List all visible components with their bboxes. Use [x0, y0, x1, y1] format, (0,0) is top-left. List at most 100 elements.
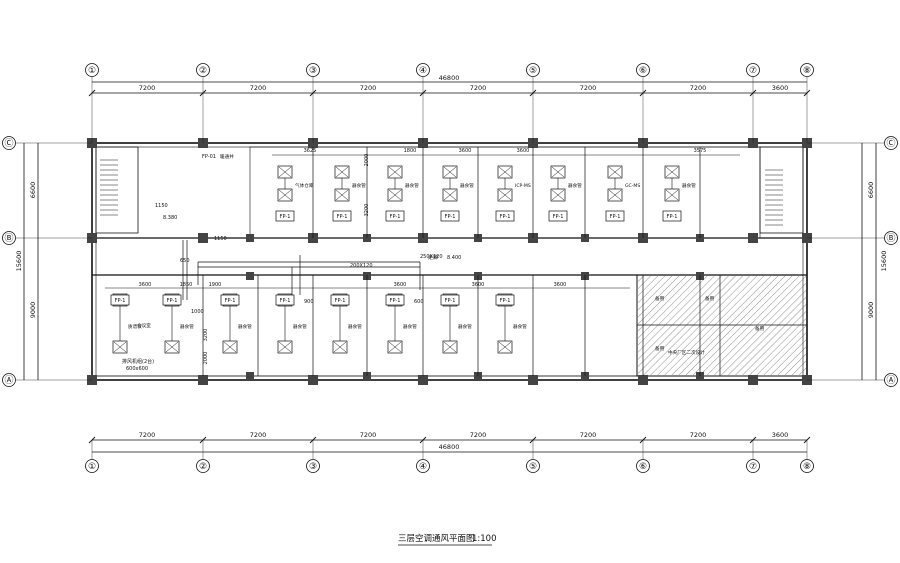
room-label: 器食管: [180, 323, 194, 330]
axis-label: Ⓐ: [886, 375, 895, 386]
room-label: 器食管: [682, 182, 696, 189]
fp01-label: FP-01: [202, 154, 216, 160]
drawing-scale: 1:100: [472, 534, 497, 544]
diffuser-mark: [665, 189, 679, 201]
room-label: 器食管: [238, 323, 252, 330]
diffuser-mark: [333, 341, 347, 353]
box-note: 排风机组(2台): [122, 358, 154, 365]
bay-dimension: 3600: [772, 84, 789, 92]
fan-coil-label: FP-1: [335, 298, 346, 304]
axis-bubble: [636, 63, 650, 77]
axis-label: Ⓒ: [4, 138, 13, 149]
bay-dimension: 7200: [580, 431, 597, 439]
bay-dimension: 7200: [360, 431, 377, 439]
fan-coil-label: FP-1: [500, 214, 511, 220]
diffuser-mark: [551, 166, 565, 178]
fan-coil-label: FP-1: [445, 214, 456, 220]
hatched-note: 中央厂区二次设计: [668, 349, 705, 356]
axis-bubble: [196, 459, 210, 473]
bay-dimension: 7200: [139, 431, 156, 439]
axis-label: ③: [309, 462, 317, 472]
room-dimension: 3600: [459, 148, 472, 154]
bay-dimension: 7200: [139, 84, 156, 92]
room-dimension: 2000: [203, 352, 209, 365]
axis-bubble: [746, 63, 760, 77]
axis-bubble: [85, 63, 99, 77]
diffuser-mark: [388, 166, 402, 178]
room-label: 器食管: [352, 182, 366, 189]
room-label: 备用: [705, 295, 715, 302]
shaft-label: 暖通井: [220, 153, 234, 160]
room-label: 器食管: [348, 323, 362, 330]
bay-dimension: 7200: [690, 84, 707, 92]
axis-bubble: [884, 373, 898, 387]
axis-bubble: [416, 459, 430, 473]
axis-label: Ⓐ: [4, 375, 13, 386]
diffuser-mark: [665, 166, 679, 178]
axis-bubble: [2, 136, 16, 150]
bay-dimension: 7200: [470, 84, 487, 92]
structural-column: [198, 375, 208, 385]
room-label: 器食管: [460, 182, 474, 189]
room-dimension: 1800: [404, 148, 417, 154]
axis-bubble: [636, 459, 650, 473]
diffuser-mark: [335, 189, 349, 201]
diffuser-mark: [388, 341, 402, 353]
axis-label: ⑤: [529, 66, 537, 76]
axis-bubble: [416, 63, 430, 77]
axis-bubble: [2, 231, 16, 245]
room-dimension: 1850: [180, 282, 193, 288]
room-dimension: 3625: [304, 148, 317, 154]
structural-column: [748, 375, 758, 385]
right-total-dimension: 15600: [880, 251, 888, 272]
axis-label: ⑦: [749, 462, 757, 472]
fan-coil-unit: [332, 210, 352, 222]
fan-coil-label: FP-1: [167, 298, 178, 304]
axis-label: ①: [88, 66, 96, 76]
fan-coil-unit: [275, 210, 295, 222]
bay-dimension: 7200: [690, 431, 707, 439]
room-dimension: 3600: [472, 282, 485, 288]
fan-coil-unit: [440, 294, 460, 306]
diffuser-mark: [608, 166, 622, 178]
structural-column: [308, 375, 318, 385]
corridor-label: 走廊: [428, 254, 438, 261]
misc-dimension: 1150: [214, 236, 227, 242]
axis-label: ⑦: [749, 66, 757, 76]
bay-dimension: 7200: [250, 431, 267, 439]
fan-coil-unit: [110, 294, 130, 306]
fan-coil-unit: [162, 294, 182, 306]
axis-label: ⑤: [529, 462, 537, 472]
room-label: 质谱仪: [128, 323, 142, 330]
misc-dimension: 1150: [155, 203, 168, 209]
structural-column: [198, 233, 208, 243]
fan-coil-unit: [548, 210, 568, 222]
room-dimension: 3600: [394, 282, 407, 288]
lounge-label: 会议室: [137, 322, 151, 329]
room-label: 备用: [655, 295, 665, 302]
hatched-zone: [638, 276, 806, 375]
misc-dimension: 1000: [191, 309, 204, 315]
structural-column: [246, 234, 254, 242]
left-dimension: 9000: [29, 302, 37, 319]
axis-bubble: [196, 63, 210, 77]
axis-bubble: [526, 63, 540, 77]
diffuser-mark: [498, 341, 512, 353]
room-label: 备用: [655, 345, 665, 352]
diffuser-mark: [113, 341, 127, 353]
room-label: 备用: [755, 325, 765, 332]
diffuser-mark: [443, 341, 457, 353]
bay-dimension: 7200: [580, 84, 597, 92]
room-label: 器食管: [405, 182, 419, 189]
elev1-label: 8.400: [447, 255, 461, 261]
fan-coil-label: FP-1: [667, 214, 678, 220]
axis-label: ①: [88, 462, 96, 472]
diffuser-mark: [498, 166, 512, 178]
box-size: 600x600: [126, 366, 148, 372]
misc-dimension: 600: [414, 299, 424, 305]
structural-column: [418, 375, 428, 385]
axis-bubble: [2, 373, 16, 387]
bay-dimension: 7200: [470, 431, 487, 439]
diffuser-mark: [443, 166, 457, 178]
